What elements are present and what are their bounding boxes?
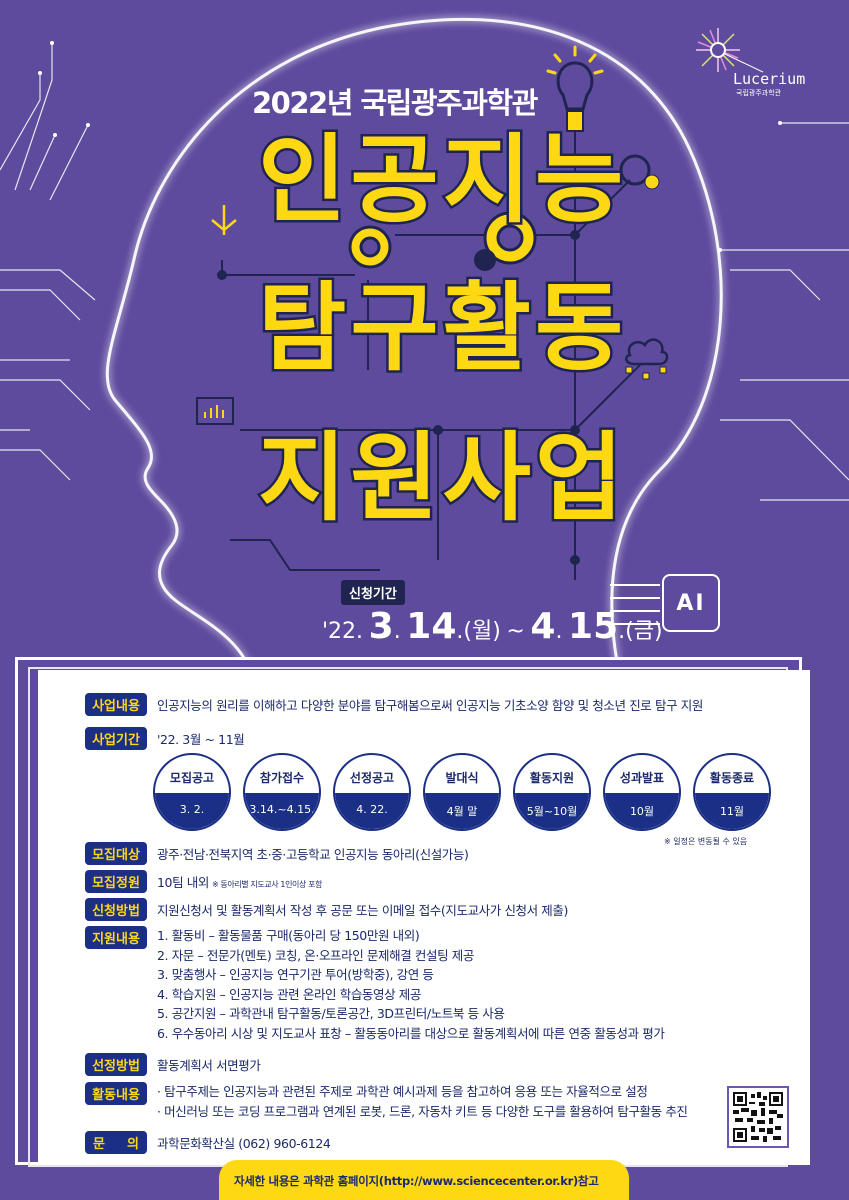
step-title: 성과발표 <box>619 771 665 785</box>
period-start-day: 14 <box>406 606 457 647</box>
value-inquiry: 과학문화확산실 (062) 960-6124 <box>157 1136 331 1151</box>
step-date: 11월 <box>695 793 769 829</box>
step-date: 4. 22. <box>335 793 409 829</box>
support-item: 2. 자문 – 전문가(멘토) 코칭, 온·오프라인 문제해결 컨설팅 제공 <box>157 947 474 963</box>
timeline-step: 활동지원 5월~10월 <box>513 753 591 831</box>
row-quota: 모집정원 10팀 내외※ 동아리별 지도교사 1인이상 포함 <box>85 870 322 893</box>
quota-note: ※ 동아리별 지도교사 1인이상 포함 <box>211 880 323 889</box>
application-period-dates: '22. 3. 14.(월) ~ 4. 15.(금) <box>322 606 663 647</box>
activity-list: · 탐구주제는 인공지능과 관련된 주제로 과학관 예시과제 등을 참고하여 응… <box>157 1082 688 1121</box>
period-start-dow: .(월) <box>456 619 501 644</box>
logo-subtitle: 국립광주과학관 <box>736 89 782 97</box>
period-end-month: 4 <box>530 606 556 647</box>
timeline-step: 참가접수 3.14.~4.15. <box>243 753 321 831</box>
activity-item: · 머신러닝 또는 코딩 프로그램과 연계된 로봇, 드론, 자동차 키트 등 … <box>157 1103 688 1119</box>
label-selection: 선정방법 <box>85 1053 147 1076</box>
footer-website-note: 자세한 내용은 과학관 홈페이지(http://www.sciencecente… <box>234 1174 599 1188</box>
value-quota: 10팀 내외※ 동아리별 지도교사 1인이상 포함 <box>157 870 322 891</box>
support-item: 4. 학습지원 – 인공지능 관련 온라인 학습동영상 제공 <box>157 986 421 1002</box>
value-business-content: 인공지능의 원리를 이해하고 다양한 분야를 탐구해봄으로써 인공지능 기초소양… <box>157 698 703 713</box>
label-business-period: 사업기간 <box>85 727 147 750</box>
timeline-step: 발대식 4월 말 <box>423 753 501 831</box>
support-item: 5. 공간지원 – 과학관내 탐구활동/토론공간, 3D프린터/노트북 등 사용 <box>157 1006 505 1021</box>
step-date: 10월 <box>605 793 679 829</box>
step-title: 선정공고 <box>349 771 395 785</box>
info-panel <box>38 670 810 1165</box>
timeline-step: 선정공고 4. 22. <box>333 753 411 831</box>
row-business-content: 사업내용 인공지능의 원리를 이해하고 다양한 분야를 탐구해봄으로써 인공지능… <box>85 693 703 716</box>
step-title: 모집공고 <box>169 771 215 785</box>
qr-code[interactable] <box>727 1086 789 1148</box>
label-target: 모집대상 <box>85 842 147 865</box>
activity-item: · 탐구주제는 인공지능과 관련된 주제로 과학관 예시과제 등을 참고하여 응… <box>157 1084 648 1099</box>
row-target: 모집대상 광주·전남·전북지역 초·중·고등학교 인공지능 동아리(신설가능) <box>85 842 469 865</box>
period-end-dow: .(금) <box>618 619 663 644</box>
row-apply-method: 신청방법 지원신청서 및 활동계획서 작성 후 공문 또는 이메일 접수(지도교… <box>85 898 568 921</box>
poster-subtitle: 2022년 국립광주과학관 <box>252 86 538 120</box>
timeline-step: 모집공고 3. 2. <box>153 753 231 831</box>
support-item: 3. 맞춤행사 – 인공지능 연구기관 투어(방학중), 강연 등 <box>157 967 434 982</box>
label-quota: 모집정원 <box>85 870 147 893</box>
ai-chip-icon: AI <box>662 574 720 632</box>
label-support: 지원내용 <box>85 926 147 949</box>
schedule-timeline: 모집공고 3. 2. 참가접수 3.14.~4.15. 선정공고 4. 22. 발대식… <box>153 753 771 831</box>
row-activity: 활동내용 · 탐구주제는 인공지능과 관련된 주제로 과학관 예시과제 등을 참… <box>85 1082 688 1121</box>
value-target: 광주·전남·전북지역 초·중·고등학교 인공지능 동아리(신설가능) <box>157 847 469 862</box>
title-line-3: 지원사업 <box>255 422 628 534</box>
period-end-day: 15 <box>568 606 619 647</box>
label-business-content: 사업내용 <box>85 693 147 716</box>
support-list: 1. 활동비 – 활동물품 구매(동아리 당 150만원 내외) 2. 자문 –… <box>157 926 665 1043</box>
period-tilde: ~ <box>506 619 525 644</box>
timeline-note: ※ 일정은 변동될 수 있음 <box>664 837 748 846</box>
timeline-step: 활동종료 11월 <box>693 753 771 831</box>
logo-name: Lucerium <box>733 70 806 88</box>
support-item: 1. 활동비 – 활동물품 구매(동아리 당 150만원 내외) <box>157 928 420 943</box>
step-date: 3. 2. <box>155 793 229 829</box>
label-activity: 활동내용 <box>85 1082 147 1105</box>
step-title: 활동지원 <box>529 771 575 785</box>
row-business-period: 사업기간 '22. 3월 ~ 11월 <box>85 727 245 750</box>
step-title: 발대식 <box>445 771 479 785</box>
inquiry-label-right: 의 <box>127 1137 139 1152</box>
step-date: 5월~10월 <box>515 793 589 829</box>
timeline-step: 성과발표 10월 <box>603 753 681 831</box>
row-selection: 선정방법 활동계획서 서면평가 <box>85 1053 261 1076</box>
label-apply-method: 신청방법 <box>85 898 147 921</box>
application-period-badge: 신청기간 <box>341 580 405 605</box>
step-date: 3.14.~4.15. <box>245 793 319 829</box>
step-title: 활동종료 <box>709 771 755 785</box>
support-item: 6. 우수동아리 시상 및 지도교사 표창 – 활동동아리를 대상으로 활동계획… <box>157 1025 665 1041</box>
step-title: 참가접수 <box>259 771 305 785</box>
inquiry-label-left: 문 <box>93 1137 105 1152</box>
quota-value: 10팀 내외 <box>157 875 209 890</box>
step-date: 4월 말 <box>425 793 499 829</box>
period-start-month: 3 <box>368 606 394 647</box>
qr-code-icon <box>733 1092 783 1142</box>
footer-tab <box>219 1160 629 1200</box>
value-apply-method: 지원신청서 및 활동계획서 작성 후 공문 또는 이메일 접수(지도교사가 신청… <box>157 903 568 918</box>
title-line-2: 탐구활동 <box>255 272 628 384</box>
title-line-1: 인공지능 <box>255 124 628 236</box>
row-support: 지원내용 1. 활동비 – 활동물품 구매(동아리 당 150만원 내외) 2.… <box>85 926 665 1043</box>
value-business-period: '22. 3월 ~ 11월 <box>157 732 245 747</box>
period-year: '22. <box>322 619 364 644</box>
value-selection: 활동계획서 서면평가 <box>157 1058 261 1073</box>
